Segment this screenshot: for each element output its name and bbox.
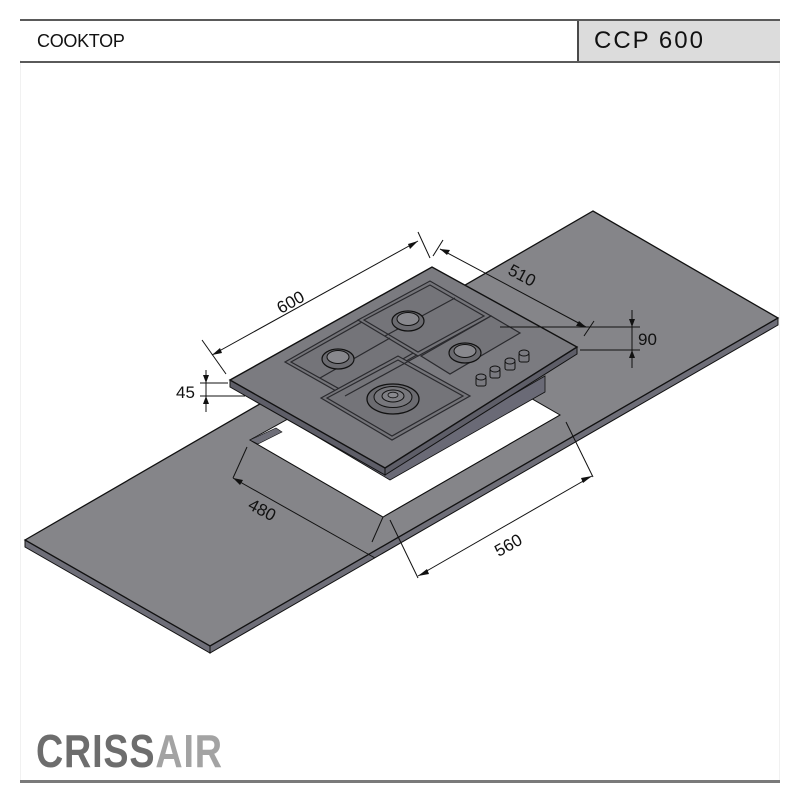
dimension-lines — [200, 231, 640, 579]
dim-height-above: 45 — [176, 383, 195, 402]
brand-logo: CRISSAIR — [36, 728, 223, 774]
knob-2 — [489, 365, 501, 379]
footer-rule — [20, 780, 780, 783]
frame-left-border — [20, 60, 21, 780]
dim-back-clearance: 90 — [638, 330, 657, 349]
brand-part-1: CRISS — [36, 725, 156, 777]
control-knobs — [475, 349, 530, 387]
knob-1 — [475, 373, 487, 387]
burner-right — [448, 342, 482, 364]
frame-right-border — [779, 60, 780, 780]
burner-left — [321, 348, 355, 370]
dim-cooktop-width: 600 — [274, 287, 308, 317]
knob-4 — [518, 349, 530, 363]
dimension-arrows — [203, 241, 635, 576]
burner-rear-center — [391, 310, 425, 332]
model-number: CCP 600 — [579, 21, 780, 61]
product-category: COOKTOP — [20, 21, 579, 61]
title-block: COOKTOP CCP 600 — [20, 19, 780, 63]
brand-part-2: AIR — [155, 725, 223, 777]
knob-3 — [504, 357, 516, 371]
dim-cutout-width: 560 — [491, 530, 525, 560]
burner-wok — [366, 383, 420, 415]
cooktop — [228, 266, 579, 481]
